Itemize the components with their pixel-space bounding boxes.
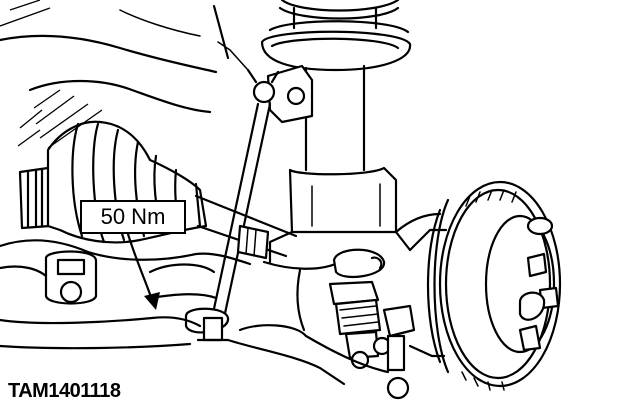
body-hatching xyxy=(0,0,230,149)
strut-bracket xyxy=(217,41,314,124)
knuckle xyxy=(394,212,448,358)
drive-shaft xyxy=(194,194,298,260)
lower-arm xyxy=(262,248,386,332)
torque-spec-label: 50 Nm xyxy=(80,200,186,234)
ball-joint xyxy=(328,280,416,400)
torque-arrow-icon xyxy=(126,232,160,310)
brake-disc-icon xyxy=(426,180,562,391)
strut-body xyxy=(268,64,412,264)
figure-reference-id: TAM1401118 xyxy=(8,380,121,402)
subframe xyxy=(0,239,390,386)
coil-spring-icon xyxy=(260,0,412,72)
